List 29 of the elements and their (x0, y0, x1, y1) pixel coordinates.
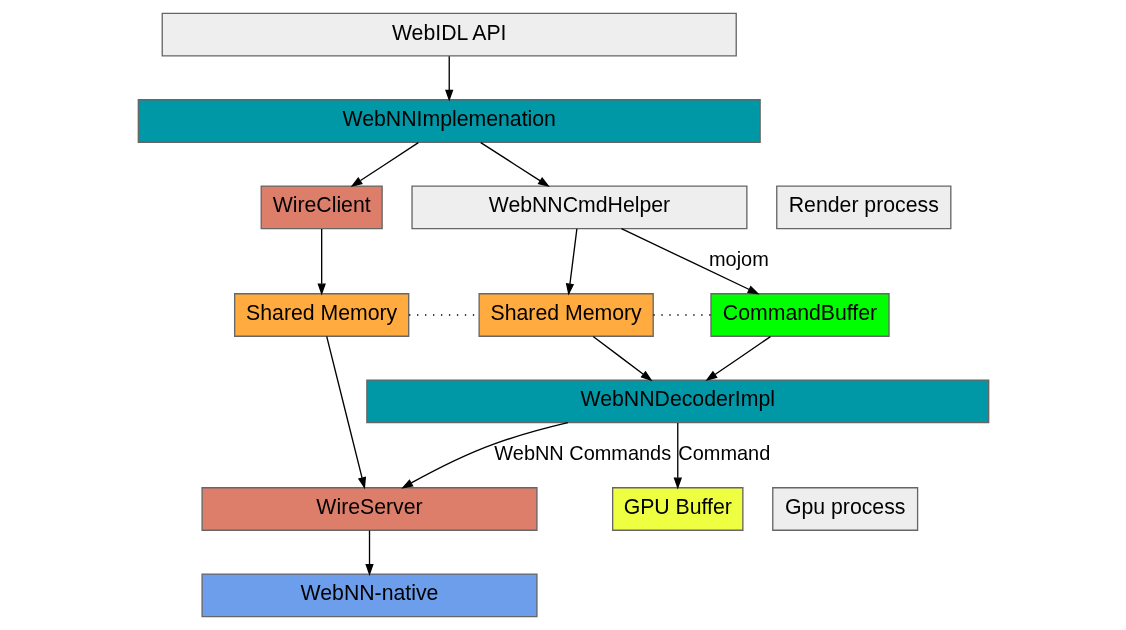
node-box: Gpu process (771, 487, 918, 531)
node-box: CommandBuffer (709, 293, 890, 337)
node-box: WebNNCmdHelper (410, 185, 748, 230)
node-box: WireClient (260, 185, 383, 230)
node-box: WireServer (200, 487, 538, 531)
arrow (350, 141, 419, 188)
arrow (565, 228, 578, 296)
edge-label: WebNN Commands (493, 441, 671, 464)
node-box: WebNNImplemenation (137, 99, 761, 143)
arrow (704, 335, 771, 382)
node-box: WebNNDecoderImpl (365, 379, 989, 424)
arrow (400, 422, 569, 489)
node-box: Shared Memory (477, 293, 654, 337)
arrow (364, 529, 374, 576)
node-box: GPU Buffer (611, 487, 744, 531)
node-box: WebNN-native (200, 573, 538, 618)
arrow (317, 228, 326, 296)
node-box: WebIDL API (161, 12, 737, 57)
edge-label: Command (677, 441, 770, 464)
arrow (620, 228, 760, 295)
connector (652, 314, 711, 316)
arrow (479, 141, 550, 188)
arrow (444, 55, 453, 102)
edge-label: mojom (708, 247, 769, 270)
node-box: Render process (775, 185, 951, 230)
node-box: Shared Memory (233, 293, 409, 337)
arrow (325, 335, 366, 490)
arrow (673, 422, 682, 490)
arrow (592, 335, 653, 382)
